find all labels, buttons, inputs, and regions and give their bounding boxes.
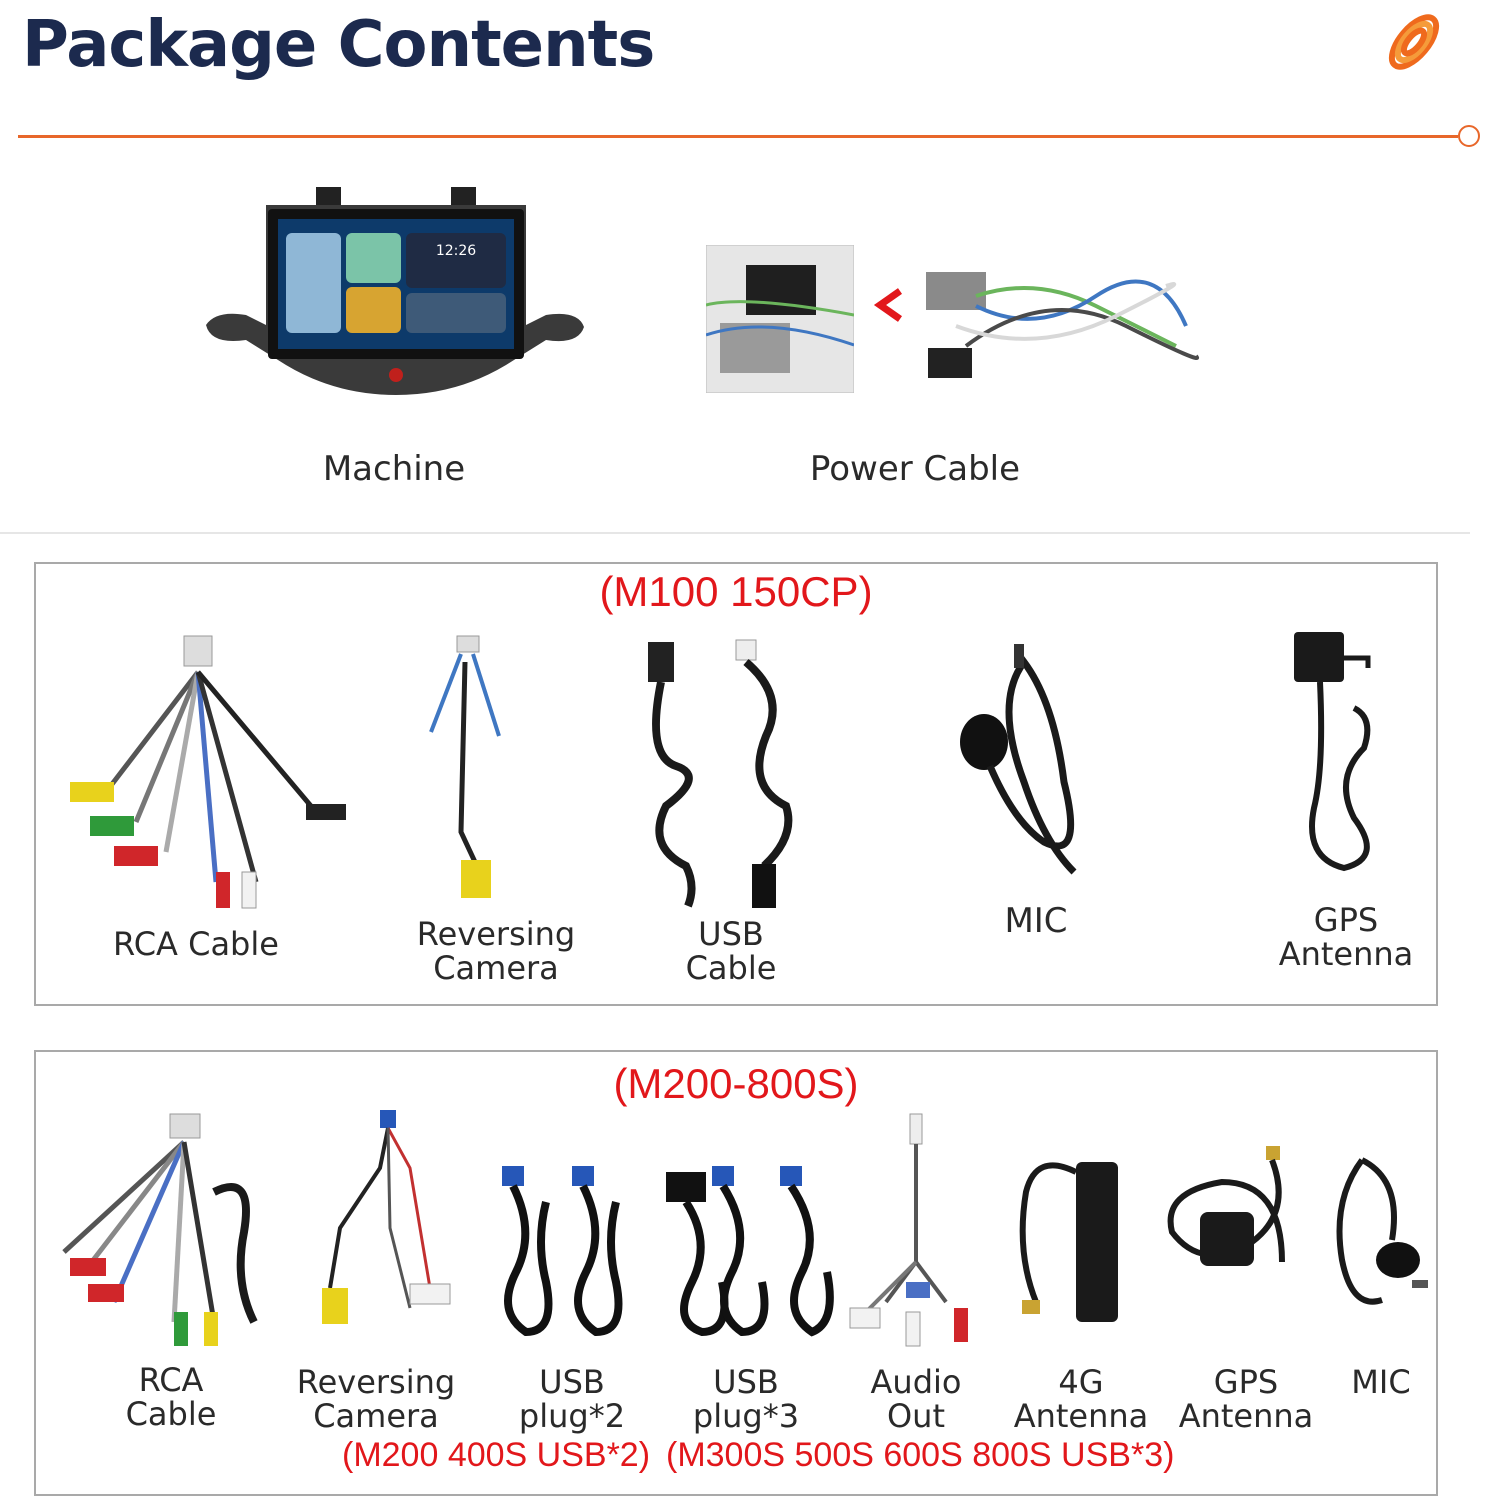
usb-plug-2-label: USB plug*2 — [518, 1363, 626, 1435]
car-stereo-unit-image: 12:26 — [206, 187, 584, 395]
orange-divider — [18, 135, 1458, 138]
gps-antenna-image — [1294, 632, 1371, 872]
usb3-models-note: (M300S 500S 600S 800S USB*3) — [666, 1436, 1175, 1474]
rca-cable-image-2 — [62, 1113, 258, 1346]
audio-out-label: Audio Out — [870, 1363, 962, 1435]
4g-antenna-label: 4G Antenna — [1013, 1363, 1149, 1435]
reversing-camera-cable-image — [429, 635, 501, 898]
page-title: Package Contents — [22, 8, 655, 82]
section-divider — [0, 532, 1470, 534]
rca-cable-label-2: RCA Cable — [125, 1361, 217, 1433]
reversing-camera-label: Reversing Camera — [416, 915, 576, 987]
m100-section-title: (M100 150CP) — [599, 568, 873, 615]
gps-antenna-label: GPS Antenna — [1278, 901, 1414, 973]
power-cable-label: Power Cable — [809, 449, 1021, 489]
4g-antenna-image — [1019, 1162, 1118, 1322]
rca-cable-image — [70, 635, 346, 909]
rca-cable-label: RCA Cable — [113, 925, 279, 963]
usb-cable-label: USB Cable — [685, 915, 777, 987]
m200-section-title: (M200-800S) — [613, 1060, 859, 1107]
usb-plug-3-image — [666, 1166, 834, 1337]
reversing-camera-cable-image-2 — [322, 1110, 451, 1324]
m100-contents-box: (M100 150CP) RCA Cable Reversing Camera — [34, 562, 1438, 1006]
usb-cable-image — [648, 639, 793, 908]
m200-800s-contents-box: (M200-800S) RCA Cable Reversing Camera U… — [34, 1050, 1438, 1496]
usb-plug-2-image — [502, 1166, 623, 1337]
mic-image-2 — [1336, 1157, 1428, 1305]
gps-antenna-label-2: GPS Antenna — [1178, 1363, 1314, 1435]
svg-text:12:26: 12:26 — [436, 243, 476, 259]
machine-label: Machine — [322, 449, 466, 489]
connector-closeup-image — [706, 245, 854, 393]
gps-antenna-image-2 — [1167, 1146, 1285, 1266]
spring-coil-logo-icon — [1388, 14, 1440, 70]
usb2-models-note: (M200 400S USB*2) — [342, 1436, 651, 1474]
reversing-camera-label-2: Reversing Camera — [296, 1363, 456, 1435]
usb-plug-3-label: USB plug*3 — [692, 1363, 800, 1435]
power-cable-image — [926, 272, 1200, 378]
audio-out-cable-image — [849, 1113, 968, 1347]
mic-label: MIC — [1004, 901, 1068, 941]
mic-image — [960, 644, 1077, 875]
mic-label-2: MIC — [1351, 1363, 1411, 1401]
divider-end-dot — [1458, 125, 1480, 147]
chevron-left-icon — [873, 288, 903, 322]
